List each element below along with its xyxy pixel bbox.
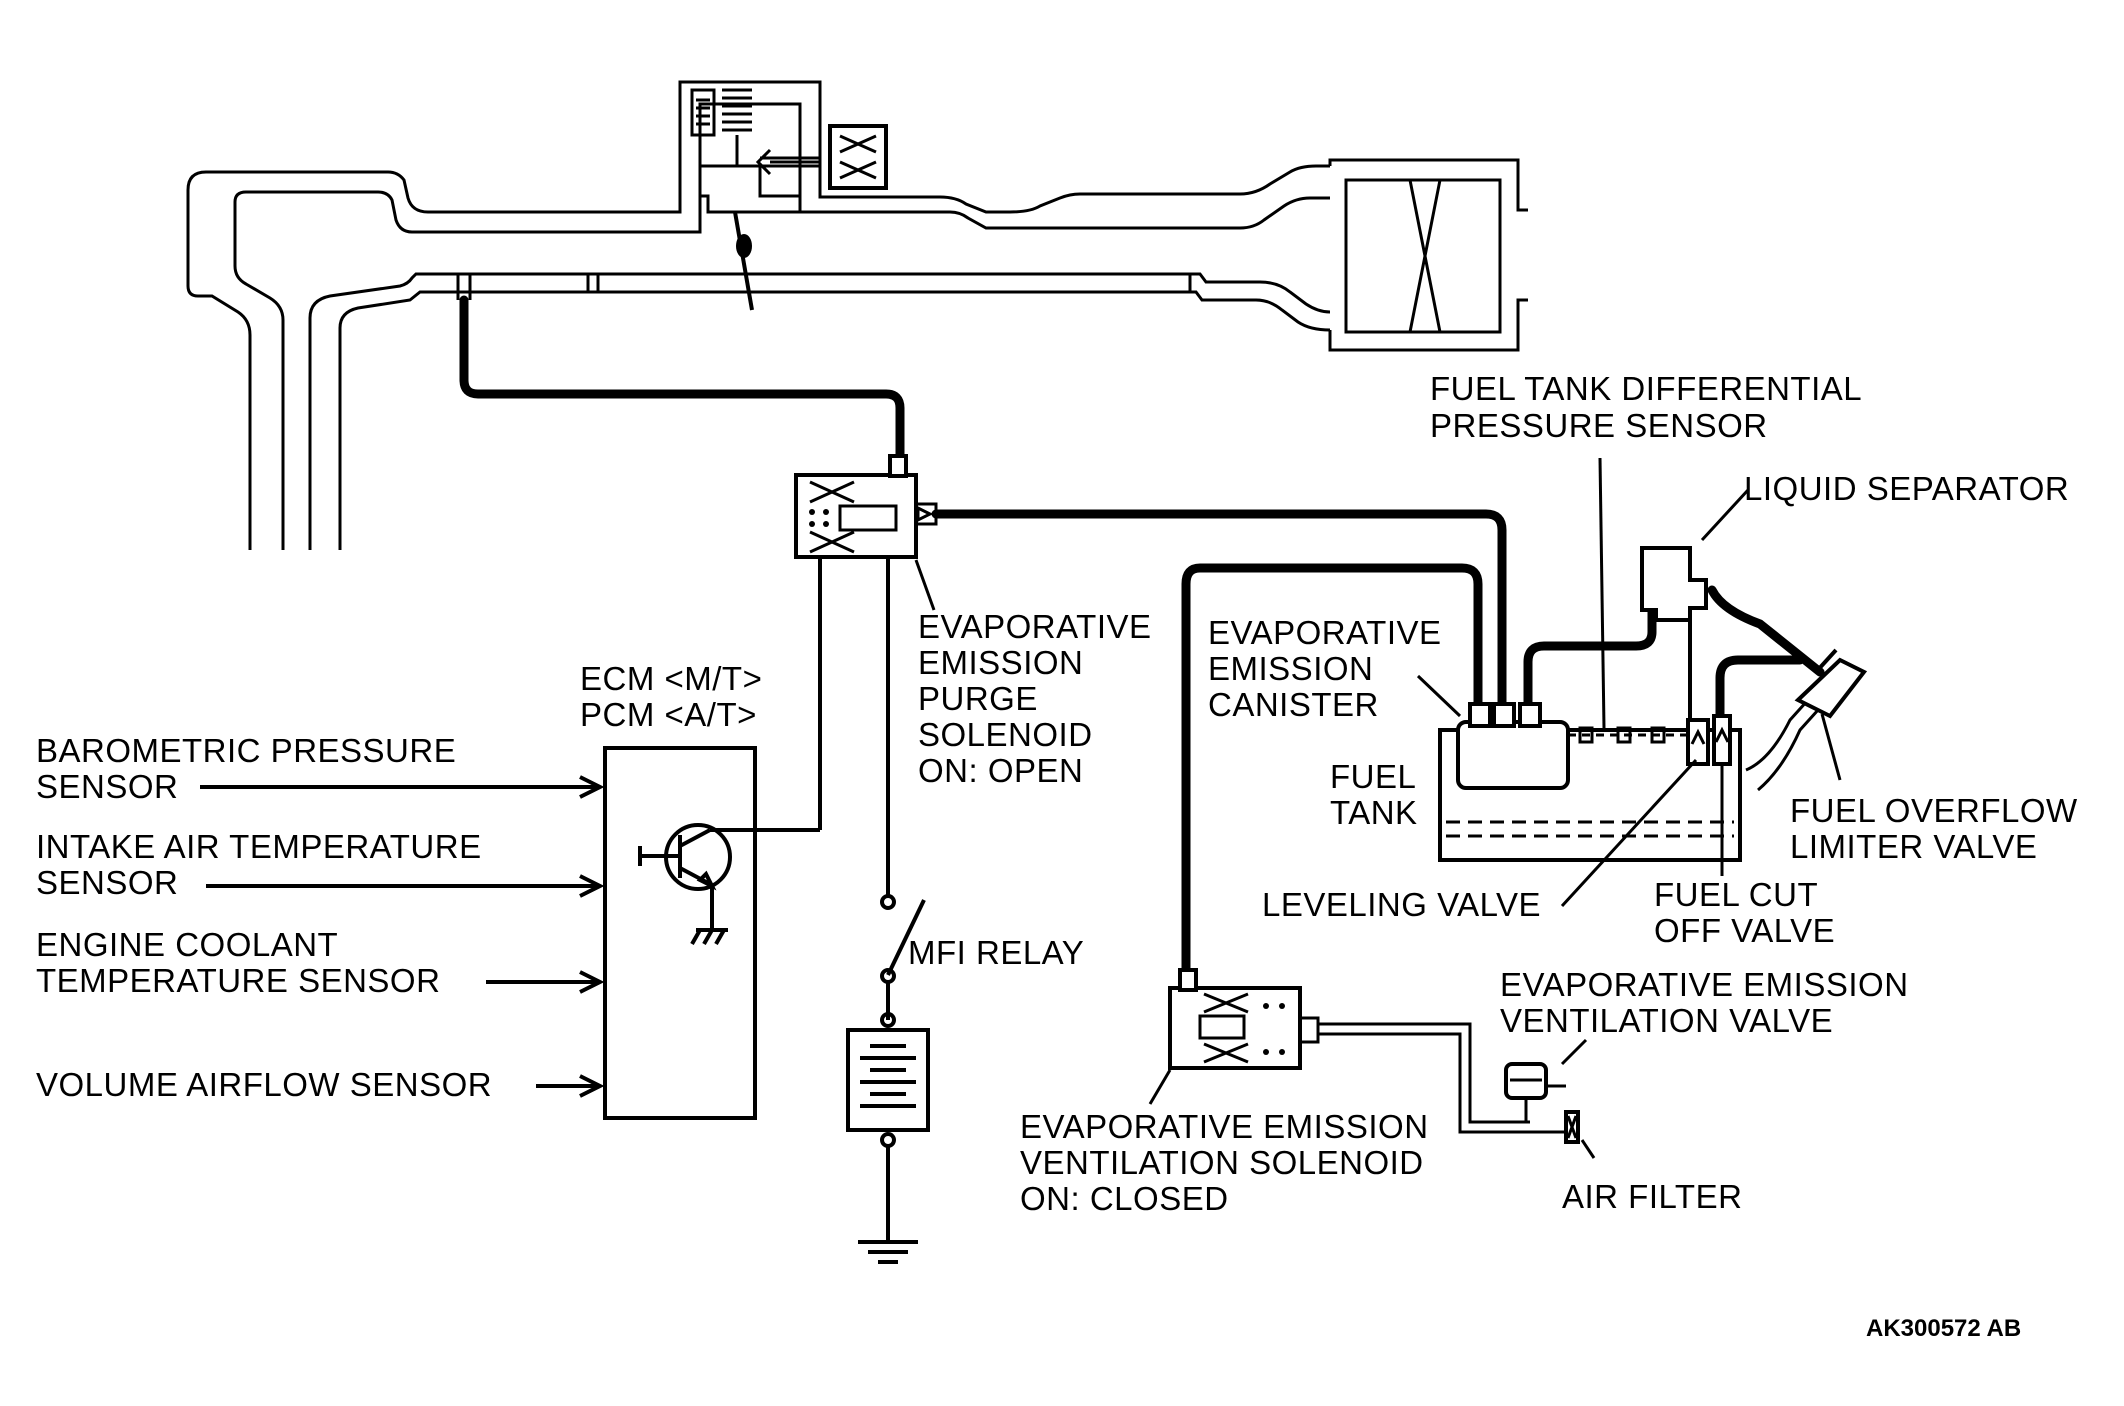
purge-solenoid-label-5: ON: OPEN bbox=[918, 752, 1083, 789]
barometric-sensor-label-2: SENSOR bbox=[36, 768, 178, 805]
purge-solenoid-label-2: EMISSION bbox=[918, 644, 1083, 681]
purge-solenoid-label-3: PURGE bbox=[918, 680, 1038, 717]
figure-code: AK300572 AB bbox=[1866, 1315, 2021, 1342]
volume-airflow-label: VOLUME AIRFLOW SENSOR bbox=[36, 1066, 492, 1103]
fuel-tank-label-2: TANK bbox=[1330, 794, 1418, 831]
fuel-overflow-limiter-valve bbox=[1794, 648, 1868, 719]
ventilation-valve-label-1: EVAPORATIVE EMISSION bbox=[1500, 966, 1909, 1003]
barometric-sensor-label-1: BAROMETRIC PRESSURE bbox=[36, 732, 456, 769]
intake-air-temp-label-1: INTAKE AIR TEMPERATURE bbox=[36, 828, 482, 865]
liquid-separator bbox=[1640, 546, 1708, 720]
intake-air-temp-label-2: SENSOR bbox=[36, 864, 178, 901]
purge-solenoid bbox=[794, 454, 938, 898]
fuel-overflow-label-1: FUEL OVERFLOW bbox=[1790, 792, 2078, 829]
ecm-pcm-unit bbox=[200, 746, 820, 1120]
air-filter-label: AIR FILTER bbox=[1562, 1178, 1742, 1215]
purge-solenoid-label-1: EVAPORATIVE bbox=[918, 608, 1152, 645]
mfi-relay-circuit bbox=[846, 894, 930, 1264]
fuel-tank-label-1: FUEL bbox=[1330, 758, 1416, 795]
canister-label-2: EMISSION bbox=[1208, 650, 1373, 687]
liquid-separator-label: LIQUID SEPARATOR bbox=[1744, 470, 2069, 507]
intake-manifold bbox=[186, 80, 1528, 550]
fuel-overflow-label-2: LIMITER VALVE bbox=[1790, 828, 2037, 865]
fuel-tank-diff-sensor-label-2: PRESSURE SENSOR bbox=[1430, 407, 1768, 444]
canister-label-1: EVAPORATIVE bbox=[1208, 614, 1442, 651]
fuel-tank-assembly bbox=[1438, 698, 1820, 870]
leveling-valve-label: LEVELING VALVE bbox=[1262, 886, 1541, 923]
fuel-cut-label-2: OFF VALVE bbox=[1654, 912, 1835, 949]
ventilation-solenoid-label-2: VENTILATION SOLENOID bbox=[1020, 1144, 1424, 1181]
purge-solenoid-label-4: SOLENOID bbox=[918, 716, 1093, 753]
canister-label-3: CANISTER bbox=[1208, 686, 1379, 723]
ventilation-valve bbox=[1504, 1062, 1580, 1144]
pcm-label: PCM <A/T> bbox=[580, 696, 757, 733]
fuel-cut-label-1: FUEL CUT bbox=[1654, 876, 1818, 913]
fuel-tank-diff-sensor-label-1: FUEL TANK DIFFERENTIAL bbox=[1430, 370, 1862, 407]
coolant-temp-label-1: ENGINE COOLANT bbox=[36, 926, 338, 963]
coolant-temp-label-2: TEMPERATURE SENSOR bbox=[36, 962, 440, 999]
mfi-relay-label: MFI RELAY bbox=[908, 934, 1084, 971]
ventilation-valve-label-2: VENTILATION VALVE bbox=[1500, 1002, 1833, 1039]
labels: FUEL TANK DIFFERENTIAL PRESSURE SENSOR L… bbox=[36, 370, 2078, 1342]
ventilation-solenoid-label-3: ON: CLOSED bbox=[1020, 1180, 1229, 1217]
ecm-label: ECM <M/T> bbox=[580, 660, 762, 697]
vacuum-hoses bbox=[459, 295, 1825, 980]
ventilation-solenoid-label-1: EVAPORATIVE EMISSION bbox=[1020, 1108, 1429, 1145]
leader-lines bbox=[1148, 457, 1842, 1159]
ventilation-solenoid bbox=[1168, 968, 1568, 1134]
